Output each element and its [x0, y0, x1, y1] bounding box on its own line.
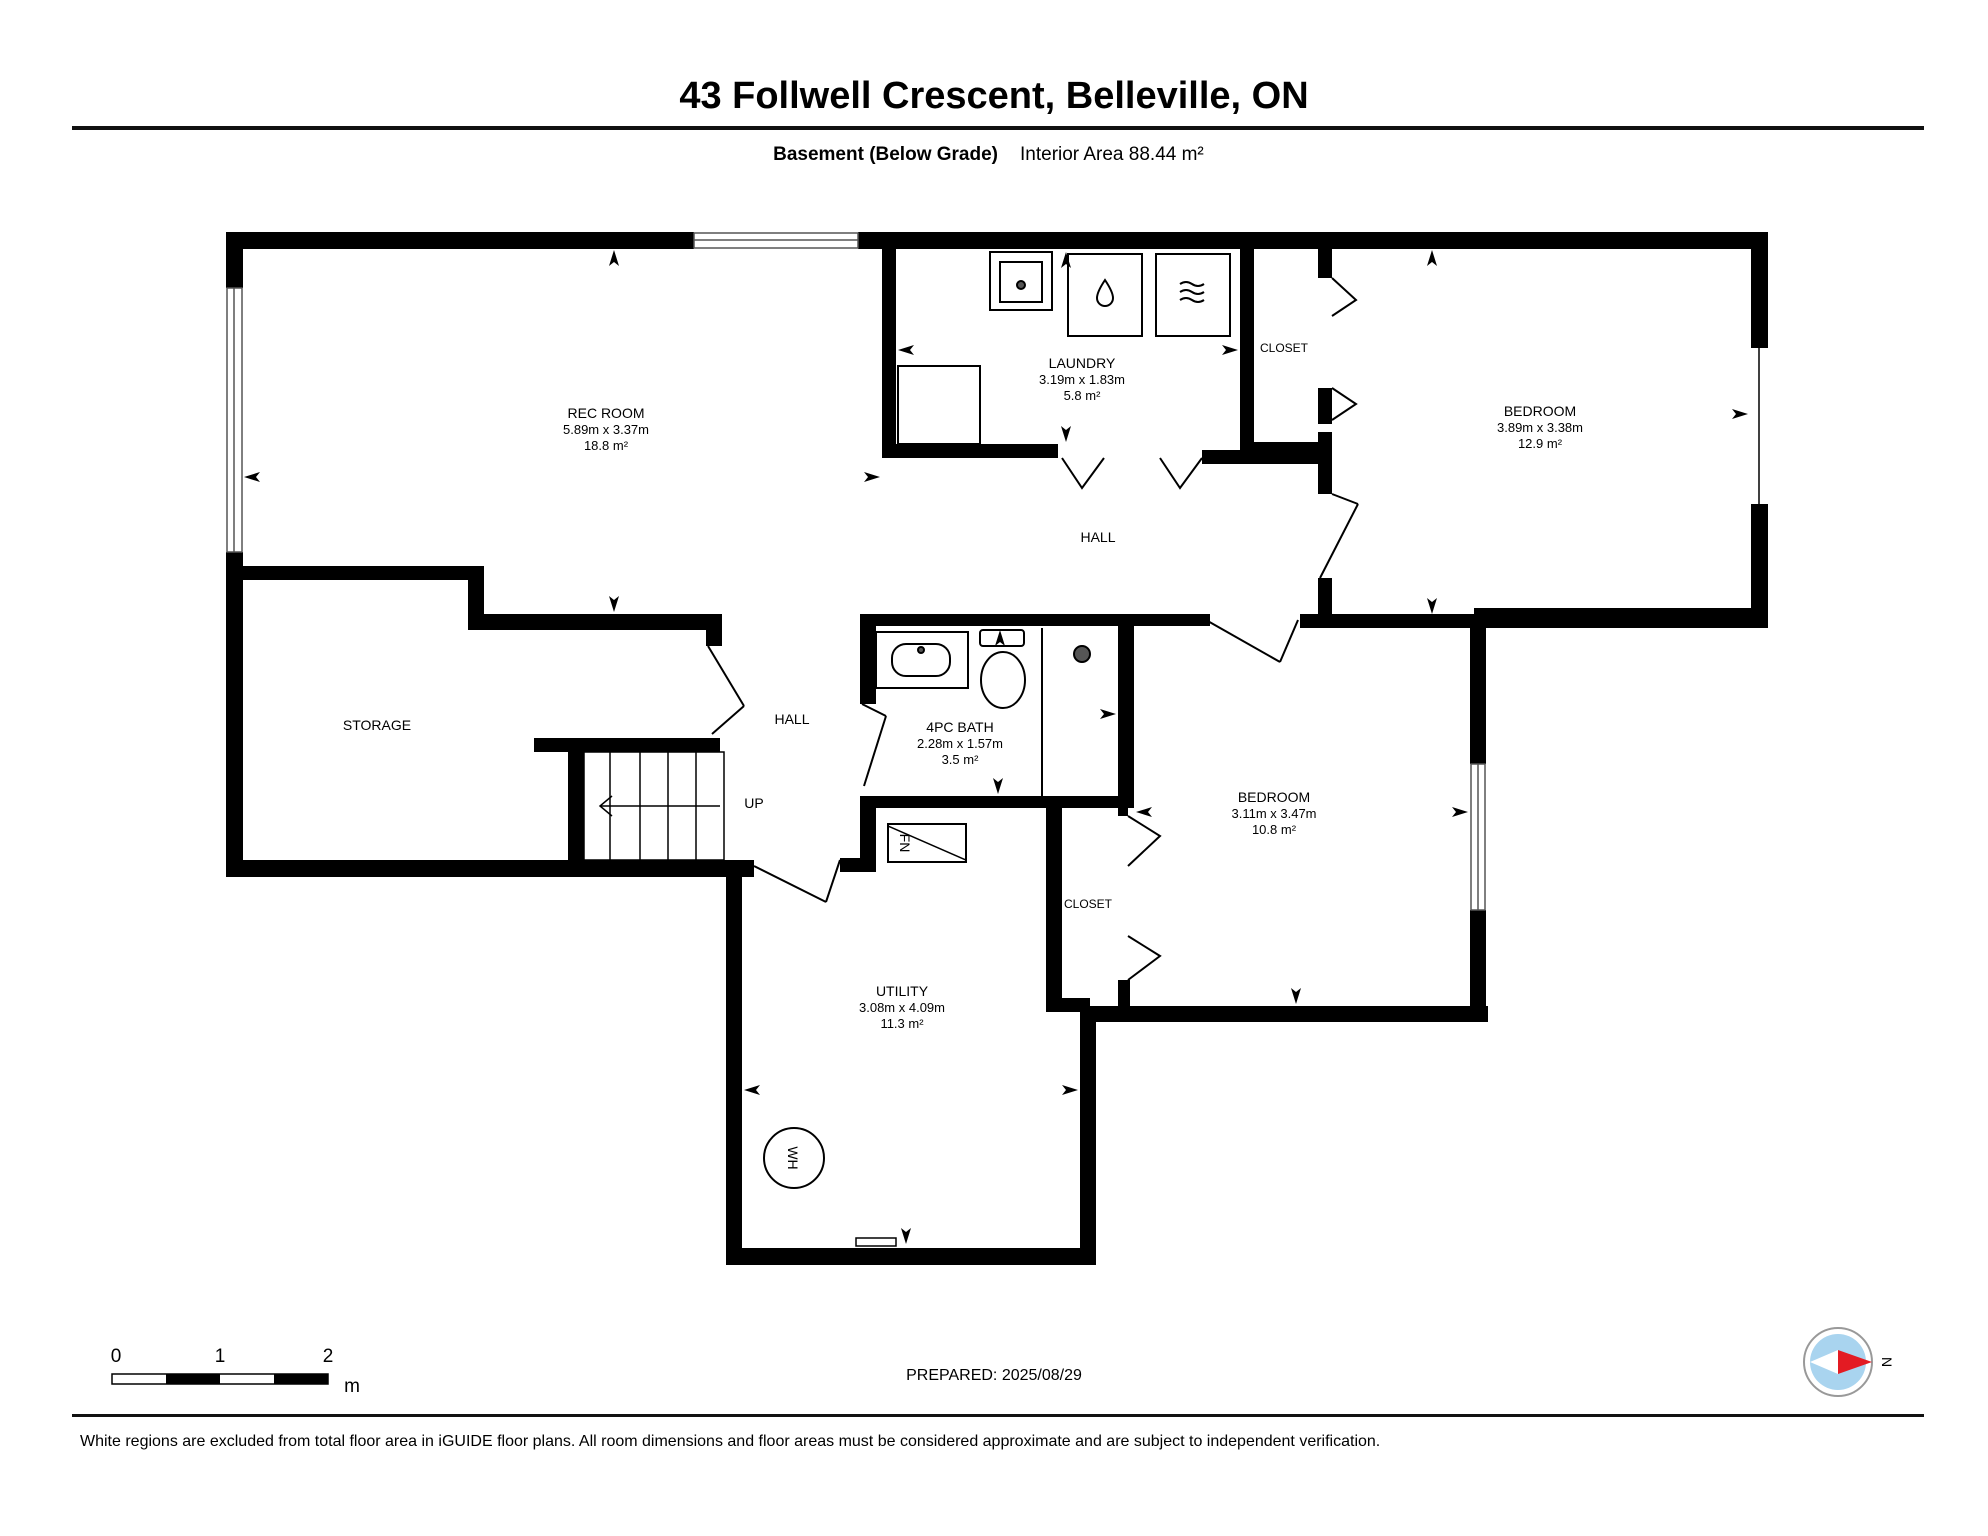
- dryer-icon: [1155, 253, 1231, 337]
- level-label: Basement (Below Grade): [773, 144, 998, 165]
- scale-tick-1: 1: [215, 1346, 226, 1367]
- compass-icon: N: [1803, 1327, 1895, 1397]
- prepared-date: PREPARED: 2025/08/29: [906, 1367, 1082, 1384]
- interior-area: Interior Area 88.44 m²: [1020, 144, 1204, 165]
- room-area: 11.3 m²: [880, 1016, 924, 1031]
- room-name: UTILITY: [876, 983, 929, 999]
- closet-1-label: CLOSET: [1260, 341, 1309, 355]
- stairs-label: UP: [744, 795, 763, 811]
- room-bedroom-1: BEDROOM 3.89m x 3.38m 12.9 m²: [1497, 403, 1583, 451]
- bath-fixtures: [875, 628, 1091, 796]
- room-utility: UTILITY 3.08m x 4.09m 11.3 m²: [859, 983, 945, 1031]
- vanity-icon: [875, 631, 969, 689]
- scale-tick-0: 0: [111, 1346, 122, 1367]
- room-rec-room: REC ROOM 5.89m x 3.37m 18.8 m²: [563, 405, 649, 453]
- header-rule: [72, 126, 1924, 130]
- room-area: 3.5 m²: [942, 752, 980, 767]
- furnace-label: FN: [897, 834, 913, 853]
- dimension-markers: [244, 250, 1748, 1244]
- compass-north-label: N: [1879, 1357, 1895, 1367]
- storage-label: STORAGE: [343, 717, 411, 733]
- water-heater-label: WH: [785, 1146, 801, 1169]
- room-name: BEDROOM: [1238, 789, 1310, 805]
- scale-tick-2: 2: [323, 1346, 334, 1367]
- scale-unit: m: [344, 1376, 360, 1397]
- room-dimensions: 3.19m x 1.83m: [1039, 372, 1125, 387]
- room-dimensions: 3.08m x 4.09m: [859, 1000, 945, 1015]
- laundry-fixtures: [897, 251, 1231, 445]
- room-area: 10.8 m²: [1252, 822, 1297, 837]
- closet-2-label: CLOSET: [1064, 897, 1113, 911]
- laundry-sink-icon: [989, 251, 1053, 311]
- room-laundry: LAUNDRY 3.19m x 1.83m 5.8 m²: [1039, 355, 1125, 403]
- room-name: BEDROOM: [1504, 403, 1576, 419]
- windows: [226, 232, 1760, 911]
- counter-icon: [897, 365, 981, 445]
- room-bath: 4PC BATH 2.28m x 1.57m 3.5 m²: [917, 719, 1003, 767]
- room-dimensions: 3.89m x 3.38m: [1497, 420, 1583, 435]
- room-area: 12.9 m²: [1518, 436, 1563, 451]
- room-area: 18.8 m²: [584, 438, 629, 453]
- room-dimensions: 2.28m x 1.57m: [917, 736, 1003, 751]
- room-dimensions: 5.89m x 3.37m: [563, 422, 649, 437]
- door-swings: [707, 277, 1359, 981]
- page-title: 43 Follwell Crescent, Belleville, ON: [679, 75, 1308, 117]
- water-heater-icon: WH: [763, 1127, 825, 1189]
- room-name: 4PC BATH: [926, 719, 993, 735]
- footer-disclaimer: White regions are excluded from total fl…: [80, 1433, 1380, 1450]
- shower-head-icon: [1073, 645, 1091, 663]
- room-bedroom-2: BEDROOM 3.11m x 3.47m 10.8 m²: [1231, 789, 1316, 837]
- hall-2-label: HALL: [774, 711, 809, 727]
- room-dimensions: 3.11m x 3.47m: [1231, 806, 1316, 821]
- floor-vent-icon: [855, 1237, 897, 1247]
- hall-1-label: HALL: [1080, 529, 1115, 545]
- toilet-icon: [979, 629, 1025, 647]
- walls: [226, 232, 1768, 1265]
- furnace-icon: FN: [887, 823, 967, 863]
- scale-bar: 0 1 2 m: [111, 1346, 360, 1397]
- washer-icon: [1067, 253, 1143, 337]
- footer-rule: [72, 1414, 1924, 1417]
- room-name: REC ROOM: [568, 405, 645, 421]
- stairs: [583, 751, 725, 861]
- room-name: LAUNDRY: [1049, 355, 1116, 371]
- room-area: 5.8 m²: [1064, 388, 1102, 403]
